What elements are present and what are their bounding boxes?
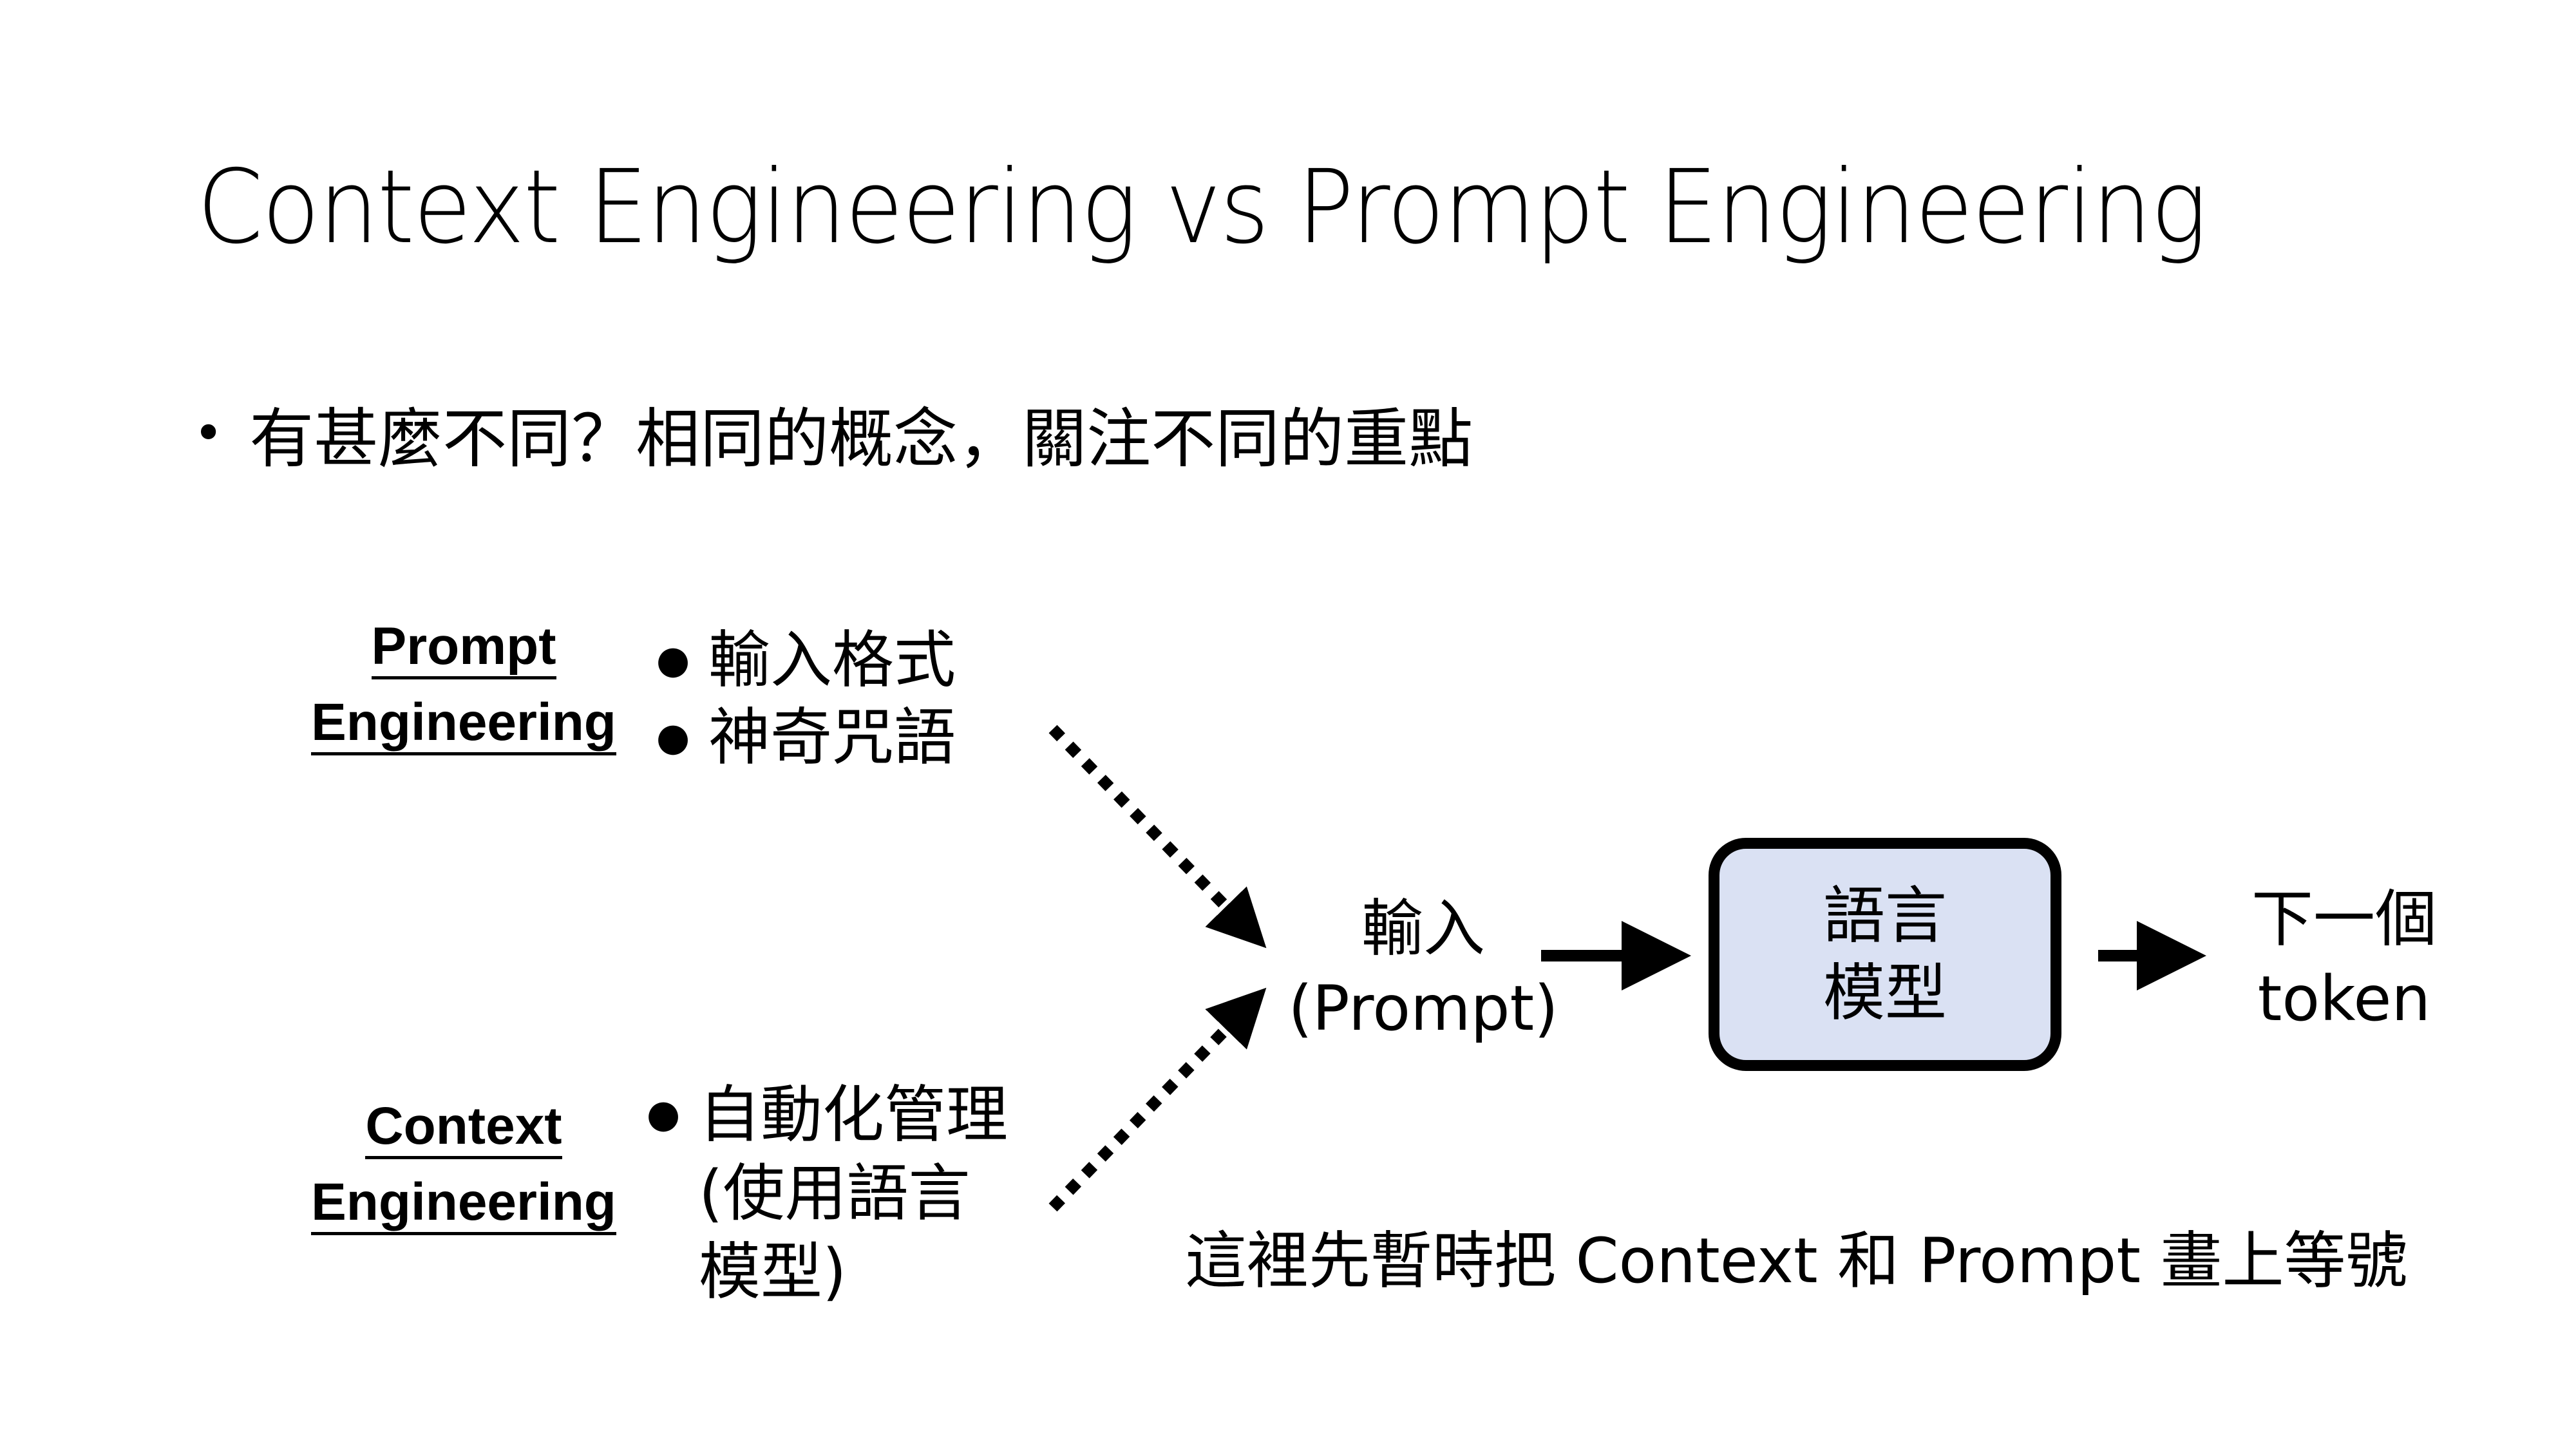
main-bullet: • 有甚麼不同？相同的概念，關注不同的重點	[193, 386, 1473, 480]
list-item: ● 神奇咒語	[638, 699, 956, 776]
context-engineering-list: ● 自動化管理 (使用語言模型)	[628, 1075, 1027, 1311]
list-item-text: 輸入格式	[708, 624, 956, 696]
prompt-engineering-label-line2: Engineering	[311, 693, 616, 755]
list-item: ● 自動化管理 (使用語言模型)	[628, 1075, 1027, 1311]
slide-title: Context Engineering vs Prompt Engineerin…	[197, 148, 2208, 267]
model-label-line1: 語言	[1823, 880, 1947, 952]
bullet-dot-icon: ●	[656, 638, 690, 683]
context-engineering-label-line1: Context	[365, 1097, 562, 1159]
main-bullet-text: 有甚麼不同？相同的概念，關注不同的重點	[249, 401, 1473, 477]
model-label-line2: 模型	[1823, 957, 1947, 1029]
output-label-line2: token	[2257, 963, 2431, 1035]
input-label-line1: 輸入	[1361, 893, 1485, 965]
input-label-line2: (Prompt)	[1288, 972, 1558, 1045]
bullet-dot-icon: •	[193, 403, 224, 463]
list-item: ● 輸入格式	[638, 621, 956, 699]
input-prompt-label: 輸入 (Prompt)	[1275, 889, 1571, 1048]
context-engineering-label-line2: Engineering	[311, 1173, 616, 1235]
list-item-text: 神奇咒語	[708, 701, 956, 773]
context-engineering-label: Context Engineering	[283, 1088, 644, 1240]
footnote: 這裡先暫時把 Context 和 Prompt 畫上等號	[1185, 1225, 2408, 1297]
dotted-arrow-icon	[1048, 724, 1267, 949]
dotted-arrow-icon	[1048, 987, 1267, 1212]
prompt-engineering-label: Prompt Engineering	[283, 609, 644, 761]
output-label-line1: 下一個	[2251, 883, 2437, 955]
bullet-dot-icon: ●	[646, 1092, 681, 1137]
next-token-label: 下一個 token	[2215, 879, 2473, 1039]
prompt-engineering-list: ● 輸入格式 ● 神奇咒語	[638, 621, 956, 776]
language-model-box: 語言 模型	[1709, 838, 2061, 1071]
prompt-engineering-label-line1: Prompt	[371, 617, 556, 679]
bullet-dot-icon: ●	[656, 715, 690, 760]
list-item-text: 自動化管理 (使用語言模型)	[699, 1079, 1008, 1308]
